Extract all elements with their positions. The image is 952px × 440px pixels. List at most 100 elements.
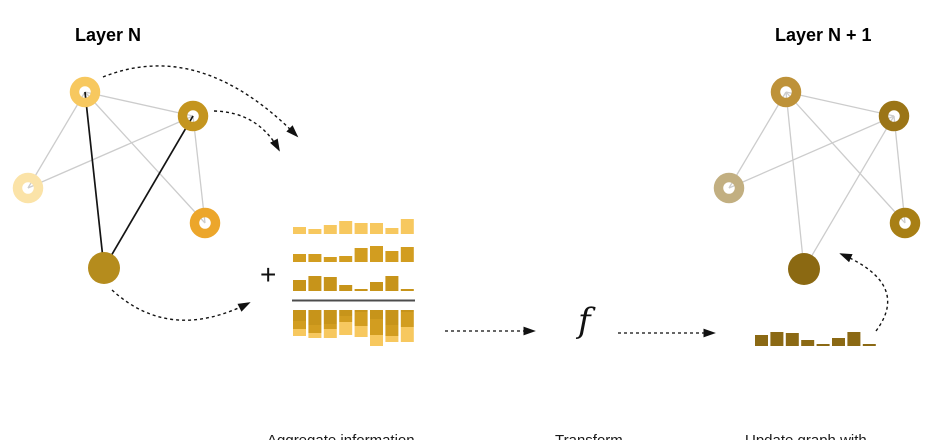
edge-layer-n-B-E bbox=[103, 115, 194, 269]
stacked-segment-neighbor-feature-1-1 bbox=[293, 329, 306, 336]
bar-neighbor-feature-3-1 bbox=[293, 280, 306, 291]
stacked-segment-neighbor-feature-2-3 bbox=[323, 324, 337, 329]
stacked-segment-neighbor-feature-2-5 bbox=[354, 312, 368, 326]
layer-n-plus-1-title: Layer N + 1 bbox=[775, 25, 872, 45]
bar-neighbor-feature-2-8 bbox=[400, 247, 414, 262]
stacked-segment-neighbor-feature-2-7 bbox=[385, 325, 399, 336]
node-layer-n-plus-1-B bbox=[878, 100, 910, 132]
edge-layer-n-A-B bbox=[84, 91, 194, 117]
edge-layer-n-plus-1-A-D bbox=[785, 91, 906, 224]
stacked-segment-neighbor-feature-1-6 bbox=[370, 335, 383, 346]
bar-neighbor-feature-1-3 bbox=[323, 225, 337, 234]
bar-neighbor-feature-3-5 bbox=[354, 289, 368, 291]
updated-feature-bars bbox=[755, 332, 876, 346]
stacked-segment-neighbor-feature-3-7 bbox=[385, 310, 399, 325]
bar-updated-node-feature-4 bbox=[801, 340, 815, 346]
stacked-segment-neighbor-feature-3-1 bbox=[293, 310, 306, 321]
graph-layer-n-plus-1 bbox=[713, 76, 921, 285]
bar-neighbor-feature-1-6 bbox=[370, 223, 383, 234]
bar-neighbor-feature-1-1 bbox=[293, 227, 306, 234]
bar-neighbor-feature-1-2 bbox=[308, 229, 322, 234]
bar-updated-node-feature-5 bbox=[816, 344, 830, 346]
stacked-segment-neighbor-feature-1-4 bbox=[339, 322, 353, 335]
dashed-arrow-from-node-a bbox=[102, 65, 299, 138]
stacked-segment-neighbor-feature-3-6 bbox=[370, 310, 383, 319]
edge-layer-n-plus-1-A-E bbox=[785, 91, 805, 270]
caption-transform-line1: Transform bbox=[555, 432, 629, 440]
stacked-segment-neighbor-feature-3-4 bbox=[339, 310, 353, 316]
bar-updated-node-feature-8 bbox=[862, 344, 876, 346]
bar-neighbor-feature-2-7 bbox=[385, 251, 399, 262]
bar-neighbor-feature-2-5 bbox=[354, 248, 368, 262]
aggregate-stacked-sum bbox=[293, 310, 414, 346]
node-layer-n-C bbox=[12, 172, 44, 204]
dashed-arrow-from-node-b bbox=[213, 110, 280, 152]
bar-neighbor-feature-2-4 bbox=[339, 256, 353, 262]
caption-transform: Transform information bbox=[555, 397, 629, 440]
node-layer-n-plus-1-C bbox=[713, 172, 745, 204]
plus-symbol: + bbox=[260, 259, 277, 290]
bar-neighbor-feature-1-7 bbox=[385, 228, 399, 234]
aggregate-feature-rows bbox=[293, 219, 414, 291]
bar-neighbor-feature-3-7 bbox=[385, 276, 399, 291]
bar-neighbor-feature-2-2 bbox=[308, 254, 322, 262]
bar-neighbor-feature-2-3 bbox=[323, 257, 337, 262]
dashed-arrow-to-updated-node bbox=[839, 253, 889, 332]
bar-neighbor-feature-3-4 bbox=[339, 285, 353, 291]
bar-neighbor-feature-3-6 bbox=[370, 282, 383, 291]
stacked-segment-neighbor-feature-3-2 bbox=[308, 310, 322, 325]
dashed-arrow-from-node-e bbox=[111, 289, 251, 321]
transform-function-symbol: f bbox=[578, 301, 591, 341]
stacked-segment-neighbor-feature-1-5 bbox=[354, 326, 368, 337]
caption-aggregate: Aggregate information from adjacent node… bbox=[267, 397, 415, 440]
bar-neighbor-feature-1-8 bbox=[400, 219, 414, 234]
stacked-segment-neighbor-feature-3-5 bbox=[354, 310, 368, 312]
bar-updated-node-feature-2 bbox=[770, 332, 784, 346]
layer-n-title: Layer N bbox=[75, 25, 142, 45]
stacked-segment-neighbor-feature-2-6 bbox=[370, 319, 383, 335]
node-layer-n-B bbox=[177, 100, 209, 132]
edge-layer-n-plus-1-A-B bbox=[785, 91, 895, 117]
bar-neighbor-feature-1-5 bbox=[354, 223, 368, 234]
stacked-segment-neighbor-feature-1-7 bbox=[385, 336, 399, 342]
bar-neighbor-feature-3-3 bbox=[323, 277, 337, 291]
edge-layer-n-plus-1-A-C bbox=[728, 91, 787, 189]
node-layer-n-D bbox=[189, 207, 221, 239]
caption-update: Update graph with new information bbox=[745, 397, 867, 440]
bar-neighbor-feature-3-2 bbox=[308, 276, 322, 291]
stacked-segment-neighbor-feature-2-1 bbox=[293, 321, 306, 329]
edge-layer-n-B-D bbox=[192, 115, 206, 224]
edge-layer-n-A-D bbox=[84, 91, 206, 224]
node-layer-n-plus-1-E bbox=[788, 253, 820, 285]
stacked-segment-neighbor-feature-1-3 bbox=[323, 329, 337, 338]
stacked-segment-neighbor-feature-3-8 bbox=[400, 310, 414, 312]
stacked-segment-neighbor-feature-3-3 bbox=[323, 310, 337, 324]
bar-updated-node-feature-1 bbox=[755, 335, 768, 346]
edge-layer-n-plus-1-B-E bbox=[803, 115, 895, 270]
node-layer-n-E bbox=[88, 252, 120, 284]
bar-updated-node-feature-6 bbox=[832, 338, 845, 346]
stacked-segment-neighbor-feature-2-2 bbox=[308, 325, 322, 333]
stacked-segment-neighbor-feature-2-8 bbox=[400, 312, 414, 327]
edge-layer-n-plus-1-B-D bbox=[893, 115, 906, 224]
caption-aggregate-line1: Aggregate information bbox=[267, 432, 415, 440]
edge-layer-n-B-C bbox=[27, 115, 194, 189]
stacked-segment-neighbor-feature-1-2 bbox=[308, 333, 322, 338]
bar-neighbor-feature-3-8 bbox=[400, 289, 414, 291]
stacked-segment-neighbor-feature-2-4 bbox=[339, 316, 353, 322]
bar-neighbor-feature-2-6 bbox=[370, 246, 383, 262]
bar-neighbor-feature-1-4 bbox=[339, 221, 353, 234]
node-layer-n-A bbox=[69, 76, 101, 108]
bar-updated-node-feature-7 bbox=[847, 332, 861, 346]
stacked-segment-neighbor-feature-1-8 bbox=[400, 327, 414, 342]
graph-layer-n bbox=[12, 76, 221, 284]
bar-updated-node-feature-3 bbox=[785, 333, 799, 346]
node-layer-n-plus-1-D bbox=[889, 207, 921, 239]
edge-layer-n-A-E bbox=[84, 91, 105, 269]
edge-layer-n-plus-1-B-C bbox=[728, 115, 895, 189]
node-layer-n-plus-1-A bbox=[770, 76, 802, 108]
edge-layer-n-A-C bbox=[27, 91, 86, 189]
caption-update-line1: Update graph with bbox=[745, 432, 867, 440]
